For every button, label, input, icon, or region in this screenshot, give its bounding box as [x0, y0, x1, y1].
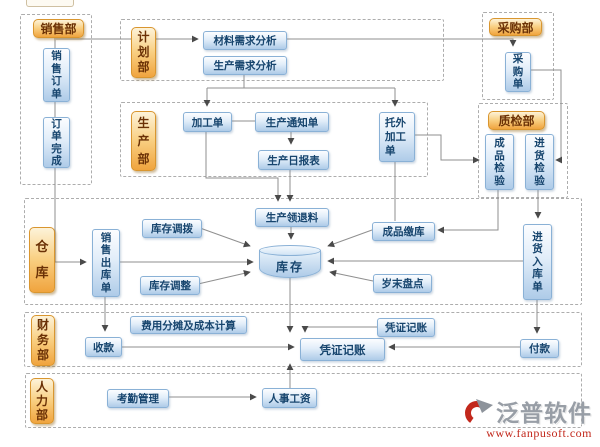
- container-quality: [478, 103, 568, 198]
- node-cost-allocation: 费用分摊及成本计算: [130, 316, 247, 334]
- cropped-box-artifact: [26, 0, 74, 7]
- node-voucher-posting-2: 凭证记账: [377, 318, 435, 337]
- container-finance: [24, 312, 582, 367]
- node-receipt: 收款: [85, 337, 122, 357]
- node-material-req-analysis: 材料需求分析: [203, 31, 287, 50]
- container-planning: [120, 19, 444, 81]
- logo-website-text: www.fanpusoft.com: [486, 426, 592, 440]
- container-sales: [20, 14, 92, 185]
- node-incoming-warehouse-receipt: 进货入库单: [523, 224, 552, 300]
- dept-label-production: 生产部: [131, 111, 156, 171]
- node-inventory-transfer: 库存调拨: [142, 219, 202, 238]
- node-finished-goods-inspection: 成品检验: [485, 134, 514, 190]
- container-warehouse: [24, 198, 582, 305]
- dept-label-sales: 销售部: [33, 19, 84, 38]
- cylinder-top: [259, 245, 321, 256]
- fanpu-logo: 泛普软件 www.fanpusoft.com: [462, 398, 592, 441]
- node-work-order: 加工单: [183, 112, 232, 132]
- dept-label-planning: 计划部: [131, 27, 156, 78]
- node-voucher-posting: 凭证记账: [300, 338, 385, 361]
- node-payment: 付款: [520, 339, 559, 358]
- dept-label-quality: 质检部: [488, 111, 545, 130]
- dept-label-finance: 财务部: [31, 315, 55, 366]
- node-order-complete: 订单完成: [43, 117, 70, 168]
- node-production-notice: 生产通知单: [255, 112, 329, 132]
- logo-brand-text: 泛普软件: [496, 400, 592, 426]
- node-inventory-adjustment: 库存调整: [140, 276, 200, 295]
- node-inventory-cylinder: 库存: [259, 245, 321, 278]
- node-hr-payroll: 人事工资: [262, 388, 317, 408]
- fanpu-logo-icon: [465, 399, 493, 425]
- container-purchasing: [482, 12, 554, 100]
- node-sales-delivery-note: 销售出库单: [92, 229, 120, 297]
- node-purchase-order: 采购单: [505, 52, 531, 92]
- node-outsource-work-order: 托外加工单: [379, 112, 415, 162]
- container-hr: [25, 373, 582, 428]
- dept-label-warehouse: 仓库: [29, 227, 55, 293]
- node-incoming-inspection: 进货检验: [525, 134, 554, 190]
- node-finished-goods-warehousing: 成品缴库: [372, 222, 435, 241]
- container-production: [120, 102, 428, 177]
- node-sales-order: 销售订单: [43, 48, 70, 102]
- node-production-material-issue-return: 生产领退料: [255, 208, 329, 227]
- node-production-daily-report: 生产日报表: [258, 150, 329, 170]
- node-production-req-analysis: 生产需求分析: [203, 56, 287, 75]
- node-year-end-stocktake: 岁末盘点: [373, 274, 432, 293]
- dept-label-hr: 人力部: [30, 378, 54, 424]
- dept-label-purchasing: 采购部: [489, 18, 542, 36]
- node-attendance-mgmt: 考勤管理: [107, 389, 169, 408]
